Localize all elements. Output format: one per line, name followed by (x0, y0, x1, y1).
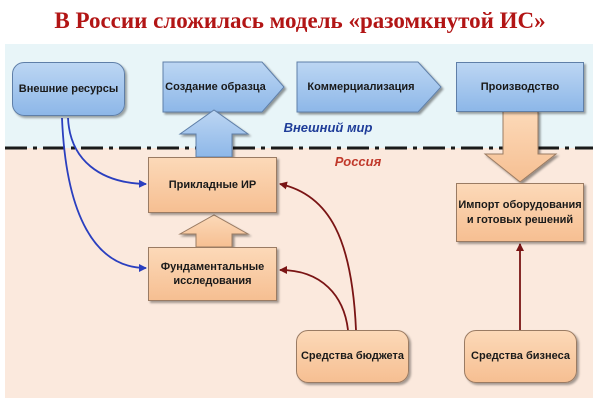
node-production: Производство (456, 62, 584, 112)
flow-budget-to-applied (279, 181, 357, 331)
up-arrow-fundamental-to-applied (178, 214, 250, 248)
page-title: В России сложилась модель «разомкнутой И… (54, 8, 546, 33)
prototype-arrow-shape (162, 61, 285, 113)
node-applied-rd: Прикладные ИР (148, 157, 277, 213)
zone-label-russia: Россия (334, 154, 382, 169)
flow-external-to-fundamental (61, 117, 147, 272)
node-budget: Средства бюджета (296, 330, 409, 383)
node-external-resources: Внешние ресурсы (12, 62, 125, 116)
flow-budget-to-fundamental (279, 266, 349, 331)
node-commercialization: Коммерциализация (307, 80, 415, 93)
down-arrow-production-to-import (483, 110, 558, 183)
node-prototype: Создание образца (165, 80, 266, 93)
commercialization-arrow-shape (296, 61, 442, 113)
node-import: Импорт оборудования и готовых решений (456, 183, 584, 242)
flow-external-to-applied (67, 117, 147, 188)
node-business: Средства бизнеса (464, 330, 577, 383)
zone-label-world: Внешний мир (283, 120, 373, 135)
node-fundamental-research: Фундаментальные исследования (148, 247, 277, 301)
up-arrow-applied-to-prototype (178, 109, 250, 158)
